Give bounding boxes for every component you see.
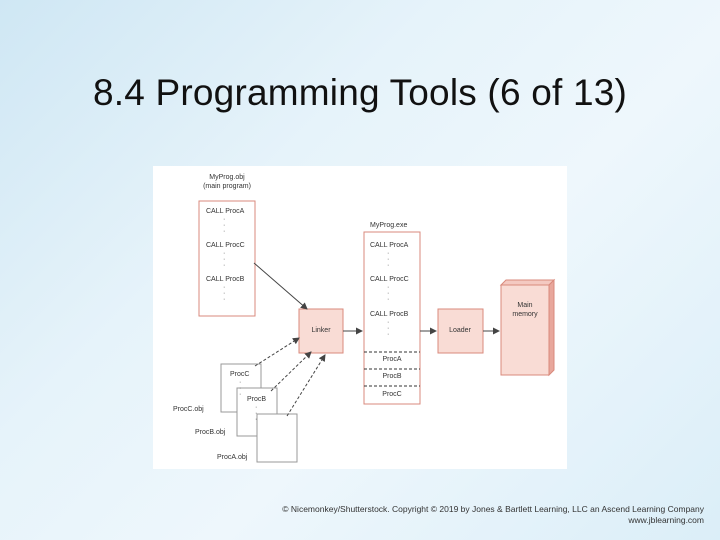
myprog-obj-dots-3: · · · <box>223 284 227 303</box>
myprog-exe-box <box>363 231 421 405</box>
myprog-exe-proc-a: ProcA <box>382 356 402 363</box>
linker-loader-diagram: MyProg.obj (main program) CALL ProcA · ·… <box>153 166 567 469</box>
linker-label: Linker <box>311 327 331 334</box>
linker-box <box>298 308 344 354</box>
copyright-footer: © Nicemonkey/Shutterstock. Copyright © 2… <box>282 504 704 526</box>
myprog-exe-dots-2: · · · <box>387 284 391 303</box>
myprog-to-linker-arrow <box>253 262 308 310</box>
procc-inner-label: ProcC <box>230 371 250 378</box>
website-link[interactable]: www.jblearning.com <box>628 515 704 525</box>
main-memory-label-2: memory <box>512 311 538 318</box>
myprog-exe-dots-1: · · · <box>387 250 391 269</box>
procb-to-linker-arrow <box>270 351 312 392</box>
loader-box <box>437 308 484 354</box>
main-memory-top <box>499 279 556 286</box>
procc-to-linker-arrow <box>254 337 300 367</box>
myprog-exe-call-a: CALL ProcA <box>370 242 409 249</box>
copyright-line: © Nicemonkey/Shutterstock. Copyright © 2… <box>282 504 704 514</box>
myprog-obj-dots-2: · · · <box>223 250 227 269</box>
myprog-obj-call-b: CALL ProcB <box>206 276 245 283</box>
main-memory-front <box>500 284 550 376</box>
proca-obj-label: ProcA.obj <box>217 454 248 461</box>
procc-obj-label: ProcC.obj <box>173 406 204 413</box>
diagram-shapes <box>198 200 556 463</box>
myprog-exe-call-b: CALL ProcB <box>370 311 409 318</box>
myprog-exe-call-c: CALL ProcC <box>370 276 409 283</box>
myprog-obj-call-a: CALL ProcA <box>206 208 245 215</box>
proca-obj-box <box>256 413 298 463</box>
procc-dots: · · · <box>239 379 243 398</box>
page-title: 8.4 Programming Tools (6 of 13) <box>92 72 628 113</box>
loader-label: Loader <box>449 327 471 334</box>
procb-obj-label: ProcB.obj <box>195 429 226 436</box>
myprog-obj-subtitle: (main program) <box>203 183 251 190</box>
myprog-obj-title: MyProg.obj <box>209 174 245 181</box>
main-memory-label-1: Main <box>517 302 533 309</box>
main-memory-side <box>548 278 555 377</box>
myprog-exe-proc-b: ProcB <box>382 373 402 380</box>
procb-dots: · · · <box>255 404 259 423</box>
myprog-obj-box <box>198 200 256 317</box>
myprog-exe-proc-c: ProcC <box>382 391 402 398</box>
myprog-exe-dots-3: · · · <box>387 319 391 338</box>
procb-inner-label: ProcB <box>247 396 267 403</box>
myprog-obj-call-c: CALL ProcC <box>206 242 245 249</box>
proca-to-linker-arrow <box>286 354 326 417</box>
myprog-exe-title: MyProg.exe <box>370 222 408 229</box>
myprog-obj-dots-1: · · · <box>223 216 227 235</box>
